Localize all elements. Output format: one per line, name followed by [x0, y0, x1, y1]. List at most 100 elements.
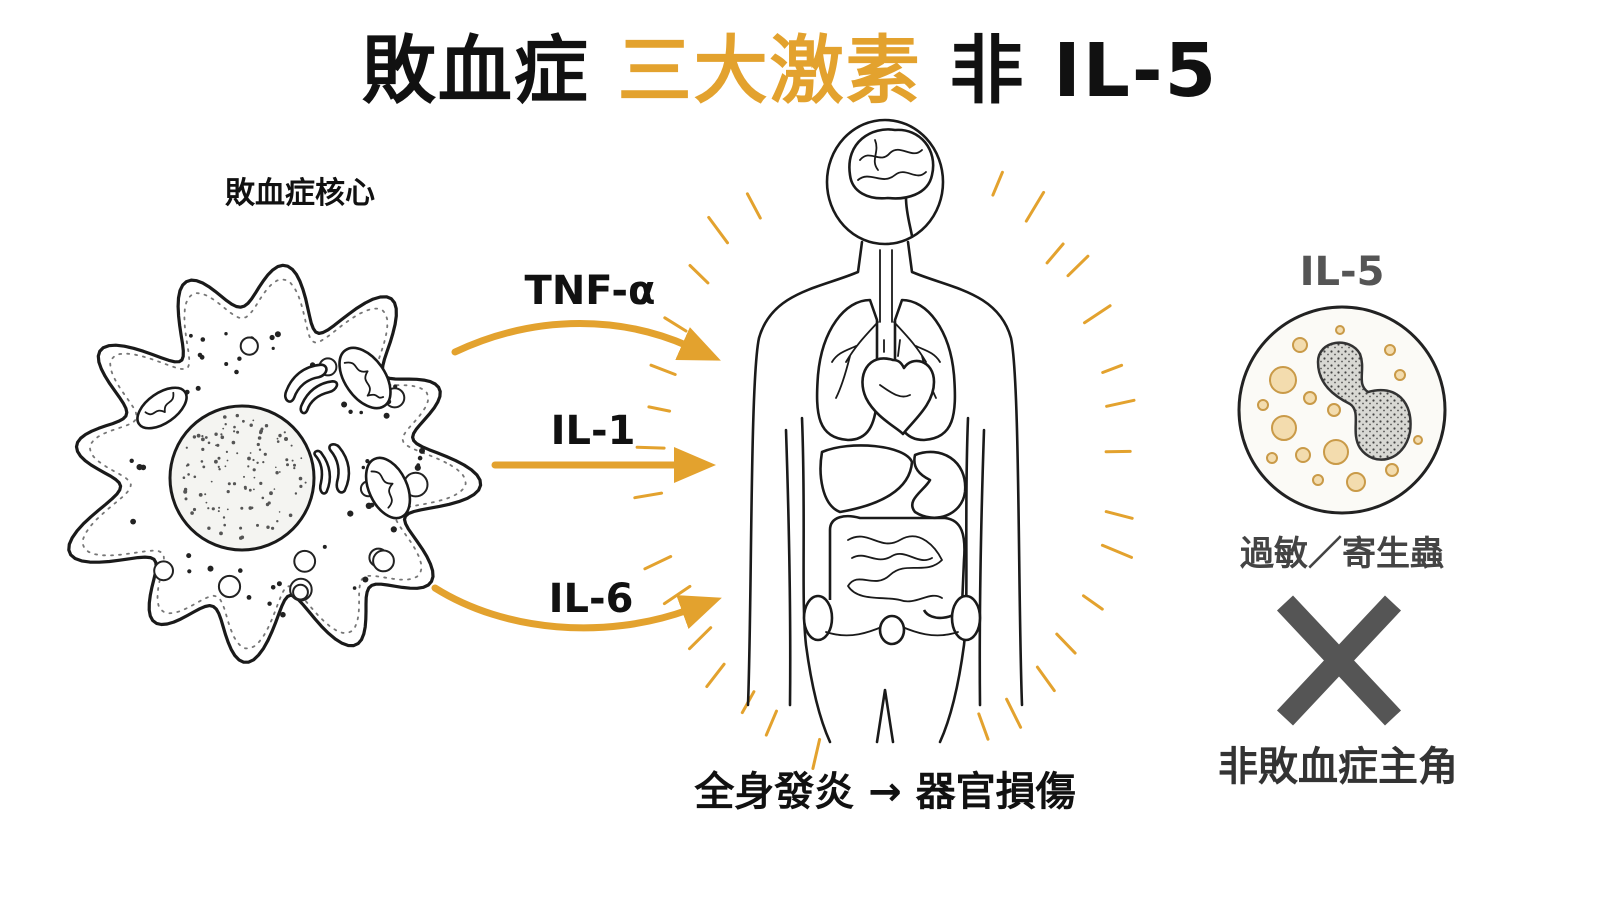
chromatin-dot: [184, 497, 188, 501]
granule-dot: [393, 384, 398, 389]
title-part-highlight: 三大激素: [618, 28, 922, 114]
chromatin-dot: [275, 466, 277, 469]
chromatin-dot: [253, 488, 255, 491]
chromatin-dot: [192, 507, 197, 512]
chromatin-dot: [285, 458, 289, 462]
chromatin-dot: [231, 440, 236, 445]
intestines: [828, 514, 966, 620]
chromatin-dot: [193, 475, 197, 479]
chromatin-dot: [279, 433, 282, 436]
granule-dot: [383, 412, 390, 419]
granule-dot: [189, 333, 193, 338]
endoplasmic-reticulum: [313, 443, 351, 495]
chromatin-dot: [260, 427, 264, 431]
granule-dot: [237, 356, 242, 361]
endoplasmic-reticulum: [284, 363, 339, 415]
granule-dot: [352, 586, 357, 590]
sepsis-cell-label: 敗血症核心: [225, 176, 375, 211]
chromatin-dot: [259, 481, 263, 485]
mitochondrion: [136, 386, 188, 430]
chromatin-dot: [263, 452, 267, 456]
cell-organelles: [129, 331, 429, 618]
granule-dot: [347, 510, 354, 517]
chromatin-dot: [249, 452, 252, 454]
chromatin-dot: [222, 516, 226, 519]
vesicle: [293, 549, 317, 573]
chromatin-dot: [207, 507, 210, 510]
chromatin-dot: [185, 446, 188, 449]
granule-dot: [276, 581, 282, 587]
glow-ray: [662, 584, 692, 606]
glow-ray: [647, 405, 672, 413]
glow-ray: [991, 170, 1004, 197]
chromatin-dot: [222, 427, 225, 430]
chromatin-dot: [201, 437, 205, 442]
body-outline-left: [746, 240, 864, 707]
granule-dot: [186, 553, 192, 559]
glow-ray: [745, 192, 762, 220]
granule-dot: [267, 601, 272, 606]
chromatin-dot: [224, 423, 227, 426]
granule-dot: [361, 465, 365, 470]
glow-ray: [1045, 242, 1065, 265]
chromatin-dot: [300, 457, 303, 460]
vesicle: [292, 583, 309, 601]
chromatin-dot: [278, 471, 281, 473]
chromatin-dot: [223, 523, 226, 527]
glow-ray: [811, 737, 822, 770]
title-part-sepsis: 敗血症: [362, 28, 590, 114]
granule-dot: [187, 569, 192, 574]
chromatin-dot: [226, 508, 229, 511]
chromatin-dot: [286, 463, 289, 467]
chromatin-dot: [264, 424, 269, 428]
glow-ray: [688, 626, 713, 651]
glow-ray: [1005, 697, 1023, 729]
glow-ray: [688, 264, 710, 285]
glow-ray: [1055, 632, 1077, 655]
chromatin-dot: [200, 460, 204, 463]
granule-dot: [234, 369, 239, 375]
arrow-il-6: [431, 584, 722, 632]
granule-dot: [365, 459, 370, 464]
il5-role-label: 過敏／寄生蟲: [1240, 534, 1444, 574]
chromatin-dot: [261, 496, 265, 500]
glow-ray: [977, 712, 990, 741]
chromatin-dot: [201, 435, 204, 438]
body-caption: 全身發炎 → 器官損傷: [693, 769, 1075, 815]
chromatin-dot: [187, 473, 190, 476]
granule-dot: [224, 332, 228, 336]
chromatin-dot: [283, 431, 286, 434]
il5-verdict-label: 非敗血症主角: [1218, 744, 1458, 790]
chromatin-dot: [235, 413, 239, 418]
liver: [819, 444, 914, 514]
eosinophil-membrane: [1237, 305, 1447, 515]
vesicle: [239, 336, 259, 356]
chromatin-dot: [240, 506, 244, 510]
granule-dot: [359, 410, 364, 415]
chromatin-dot: [204, 493, 207, 496]
chromatin-dot: [226, 459, 229, 462]
arrow-tnf-alpha: [451, 320, 721, 361]
chromatin-dot: [233, 425, 236, 429]
chromatin-dot: [182, 476, 186, 480]
chromatin-dot: [217, 456, 221, 460]
vesicle: [153, 560, 175, 582]
cytokine-label-tnf-alpha: TNF-α: [525, 268, 656, 314]
granule-dot: [270, 585, 276, 590]
body-outline-right: [906, 240, 1024, 707]
page-title: 敗血症 三大激素 非 IL-5: [362, 28, 1218, 114]
body-inner-arm-left: [784, 428, 792, 707]
chromatin-dot: [298, 476, 303, 481]
glow-ray: [764, 709, 778, 737]
chromatin-dot: [243, 475, 245, 478]
chromatin-dot: [226, 490, 230, 494]
stomach: [911, 450, 967, 520]
glow-ray: [1066, 254, 1090, 278]
chromatin-dot: [269, 491, 273, 496]
chromatin-dot: [291, 459, 294, 462]
title-part-not-il5: 非 IL-5: [949, 28, 1218, 114]
chromatin-dot: [217, 465, 220, 468]
granule-dot: [238, 568, 243, 573]
